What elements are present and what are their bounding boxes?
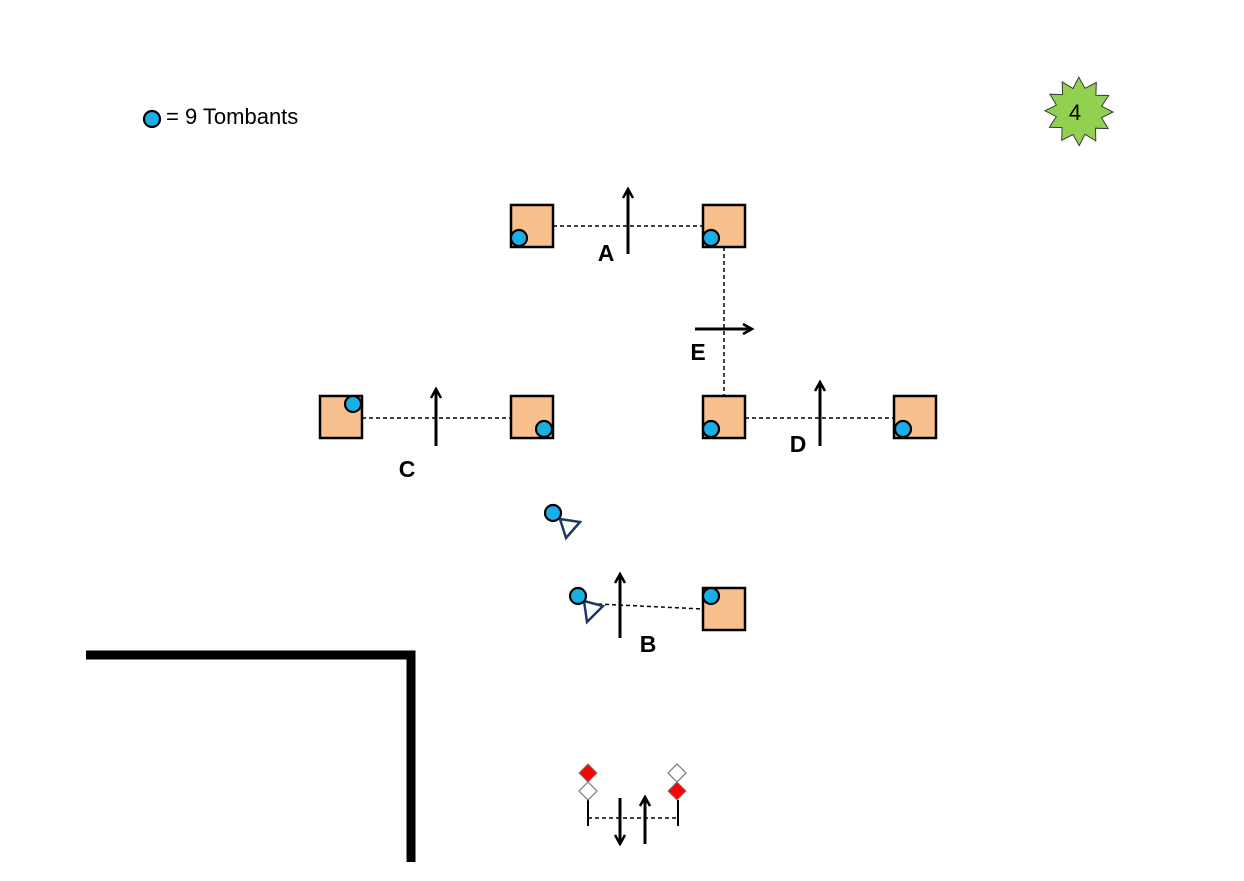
gate-label-e: E xyxy=(690,339,705,365)
red-diamond-marker-icon xyxy=(667,781,687,801)
player-lower xyxy=(568,586,606,625)
blue-dot-icon xyxy=(701,586,721,606)
number-badge: 4 xyxy=(1043,76,1115,147)
box-b xyxy=(701,586,747,632)
box-d-right xyxy=(892,394,938,440)
blue-dot-icon xyxy=(568,586,588,606)
cone-icon xyxy=(582,599,606,625)
box-d-left xyxy=(701,394,747,440)
white-diamond-marker-icon xyxy=(578,781,598,801)
pitch-corner-line xyxy=(86,650,416,862)
player-upper xyxy=(543,503,583,541)
cone-icon xyxy=(558,517,583,541)
gate-label-d: D xyxy=(790,431,807,457)
red-diamond-marker-icon xyxy=(578,763,598,783)
gate-label-b: B xyxy=(640,631,657,657)
arrows xyxy=(436,189,820,844)
gate-label-a: A xyxy=(598,240,615,266)
legend-dot-icon xyxy=(142,109,162,129)
badge-number: 4 xyxy=(1069,100,1081,125)
blue-dot-icon xyxy=(543,503,563,523)
connector-lines xyxy=(362,225,894,610)
legend: = 9 Tombants xyxy=(142,104,298,129)
gate-b-line xyxy=(597,603,704,610)
blue-dot-icon xyxy=(893,419,913,439)
blue-dot-icon xyxy=(534,419,554,439)
starburst-badge-icon xyxy=(1043,76,1115,147)
blue-dot-icon xyxy=(701,419,721,439)
box-a-right xyxy=(701,203,747,249)
blue-dot-icon xyxy=(701,228,721,248)
blue-dot-icon xyxy=(343,394,363,414)
white-diamond-marker-icon xyxy=(667,763,687,783)
box-a-left xyxy=(509,203,555,249)
box-c-right xyxy=(509,394,555,440)
legend-text: = 9 Tombants xyxy=(166,104,298,129)
blue-dot-icon xyxy=(509,228,529,248)
box-c-left xyxy=(318,394,364,440)
bottom-gate xyxy=(578,763,687,826)
gate-label-c: C xyxy=(399,456,416,482)
